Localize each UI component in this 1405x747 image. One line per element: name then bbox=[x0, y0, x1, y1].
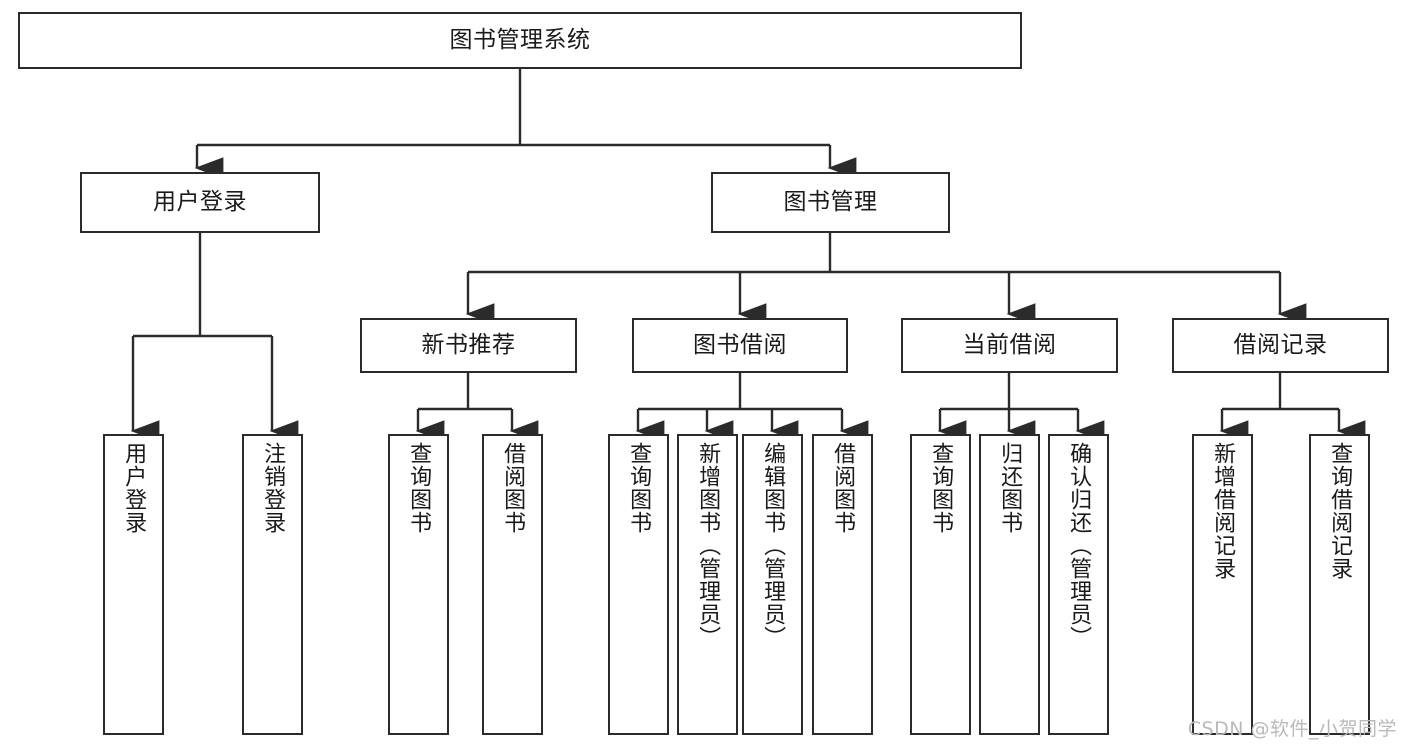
node-label: 确认归还（管理员） bbox=[1066, 442, 1092, 649]
leaf-current-borrow-return-book[interactable]: 归还图书 bbox=[979, 434, 1040, 735]
node-label: 注销登录 bbox=[260, 442, 286, 534]
node-label: 图书管理 bbox=[783, 188, 878, 215]
leaf-borrow-record-add-record[interactable]: 新增借阅记录 bbox=[1192, 434, 1253, 735]
leaf-borrow-record-query-record[interactable]: 查询借阅记录 bbox=[1309, 434, 1370, 735]
node-label: 借阅图书 bbox=[500, 442, 526, 534]
node-new-book-recommend[interactable]: 新书推荐 bbox=[360, 318, 577, 373]
node-label: 归还图书 bbox=[997, 442, 1023, 534]
node-user-login[interactable]: 用户登录 bbox=[80, 172, 320, 233]
node-label: 借阅记录 bbox=[1233, 331, 1328, 358]
node-label: 新增借阅记录 bbox=[1210, 442, 1236, 580]
node-label: 用户登录 bbox=[121, 442, 147, 534]
node-label: 当前借阅 bbox=[962, 331, 1057, 358]
node-label: 图书管理系统 bbox=[449, 26, 591, 53]
leaf-new-book-borrow-book[interactable]: 借阅图书 bbox=[482, 434, 543, 735]
leaf-new-book-query-book[interactable]: 查询图书 bbox=[388, 434, 449, 735]
node-label: 新增图书（管理员） bbox=[695, 442, 721, 649]
node-label: 用户登录 bbox=[153, 188, 247, 215]
leaf-user-login-logout[interactable]: 注销登录 bbox=[242, 434, 303, 735]
leaf-book-borrow-add-book-admin[interactable]: 新增图书（管理员） bbox=[677, 434, 738, 735]
node-label: 查询图书 bbox=[406, 442, 432, 534]
node-label: 图书借阅 bbox=[693, 331, 787, 358]
node-label: 编辑图书（管理员） bbox=[760, 442, 786, 649]
node-root-system[interactable]: 图书管理系统 bbox=[18, 12, 1022, 69]
node-label: 查询图书 bbox=[626, 442, 652, 534]
node-label: 查询借阅记录 bbox=[1327, 442, 1353, 580]
node-current-borrow[interactable]: 当前借阅 bbox=[901, 318, 1118, 373]
node-borrow-record[interactable]: 借阅记录 bbox=[1172, 318, 1389, 373]
leaf-book-borrow-borrow-book[interactable]: 借阅图书 bbox=[812, 434, 873, 735]
leaf-current-borrow-query-book[interactable]: 查询图书 bbox=[910, 434, 971, 735]
leaf-current-borrow-confirm-return-admin[interactable]: 确认归还（管理员） bbox=[1048, 434, 1109, 735]
leaf-user-login-login[interactable]: 用户登录 bbox=[103, 434, 164, 735]
node-book-borrow[interactable]: 图书借阅 bbox=[632, 318, 848, 373]
node-label: 查询图书 bbox=[928, 442, 954, 534]
node-label: 借阅图书 bbox=[830, 442, 856, 534]
leaf-book-borrow-query-book[interactable]: 查询图书 bbox=[608, 434, 669, 735]
leaf-book-borrow-edit-book-admin[interactable]: 编辑图书（管理员） bbox=[742, 434, 803, 735]
node-book-management[interactable]: 图书管理 bbox=[711, 172, 950, 233]
node-label: 新书推荐 bbox=[421, 331, 516, 358]
